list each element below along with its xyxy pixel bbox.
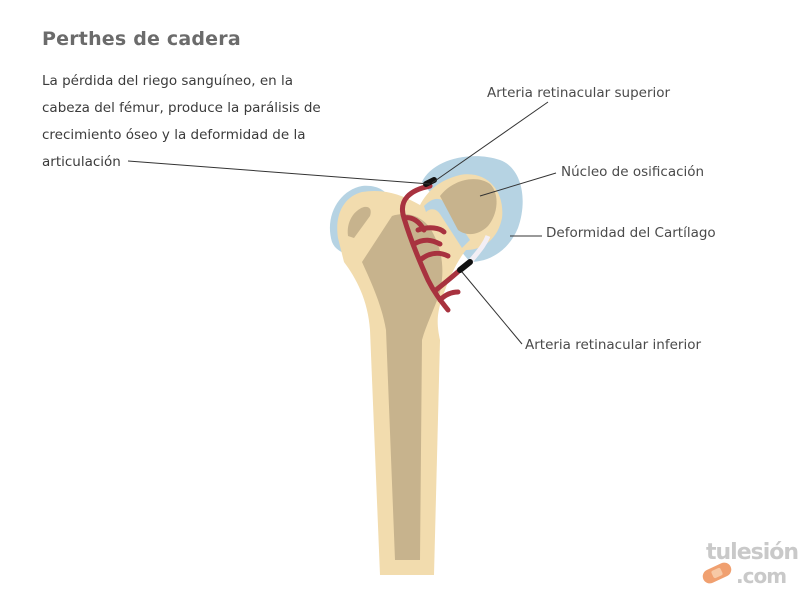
femur-medulla [362, 214, 443, 560]
description-text: La pérdida del riego sanguíneo, en la ca… [42, 68, 342, 176]
retinacular-arteries [400, 183, 465, 313]
description-line: cabeza del fémur, produce la parálisis d… [42, 100, 321, 116]
logo-domain: .com [736, 564, 787, 588]
description-line: articulación [42, 154, 121, 170]
inferior-artery-marker [457, 259, 473, 273]
leader-lines [127, 101, 557, 345]
description-line: La pérdida del riego sanguíneo, en la [42, 73, 293, 89]
thin-cartilage [468, 235, 491, 264]
trochanter-inner [347, 206, 371, 238]
label-superior-artery: Arteria retinacular superior [487, 85, 671, 101]
label-ossification-nucleus: Núcleo de osificación [561, 164, 705, 180]
logo-text: tulesión [706, 540, 799, 565]
ossification-nucleus [440, 179, 497, 235]
label-cartilage-deformity: Deformidad del Cartílago [546, 225, 716, 241]
tulesion-logo: tulesión .com [700, 540, 799, 590]
label-inferior-artery: Arteria retinacular inferior [525, 337, 702, 353]
description-line: crecimiento óseo y la deformidad de la [42, 127, 306, 143]
page-title: Perthes de cadera [42, 28, 241, 50]
growth-plate [424, 198, 470, 248]
